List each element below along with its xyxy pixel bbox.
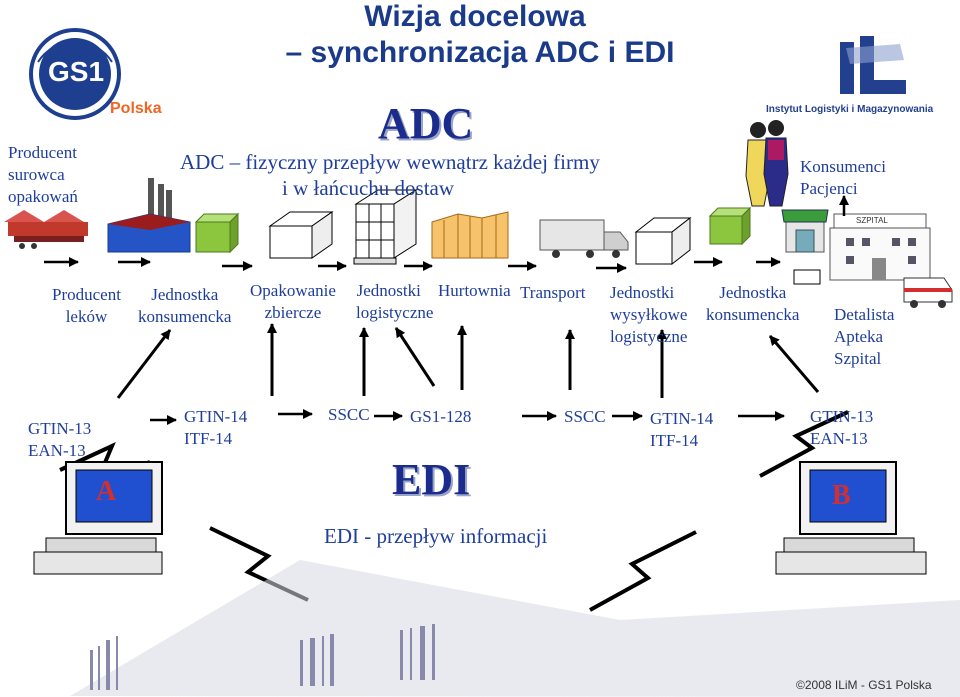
chain-3-line2: logistyczne xyxy=(356,303,434,322)
raw-producer-line3: opakowań xyxy=(8,187,78,206)
chain-7-line1: Jednostka xyxy=(719,283,787,302)
code-right: GTIN-13 EAN-13 xyxy=(810,406,873,450)
consumers-line1: Konsumenci xyxy=(800,157,886,176)
chain-label-8: Detalista Apteka Szpital xyxy=(834,304,894,370)
chain-1-line2: konsumencka xyxy=(138,307,232,326)
chain-8-line2: Apteka xyxy=(834,327,884,346)
code-left: GTIN-13 EAN-13 xyxy=(28,418,91,462)
shipping-box-icon xyxy=(634,216,692,266)
page-title-line2: – synchronizacja ADC i EDI xyxy=(285,36,675,69)
chain-label-5: Transport xyxy=(520,283,586,302)
consumers-label: Konsumenci Pacjenci xyxy=(800,156,886,200)
gs1-logo xyxy=(29,28,121,120)
chain-label-3: Jednostki logistyczne xyxy=(344,280,433,324)
edi-description: EDI - przepływ informacji xyxy=(324,524,548,548)
code-left-line2: EAN-13 xyxy=(28,441,86,460)
footer-copyright: ©2008 ILiM - GS1 Polska xyxy=(796,678,932,692)
factory-icon xyxy=(107,178,191,253)
consumer-unit-cube-icon xyxy=(194,212,240,254)
computer-a-label: A xyxy=(96,476,117,507)
adc-description-line1: ADC – fizyczny przepływ wewnątrz każdej … xyxy=(180,150,600,174)
scan-arrows xyxy=(116,323,820,399)
chain-arrows xyxy=(44,195,849,273)
gs1-logo-text: GS1 xyxy=(47,56,105,87)
chain-1-line1: Jednostka xyxy=(151,285,219,304)
code-gtin14-1: GTIN-14 ITF-14 xyxy=(184,406,247,450)
chain-6-line2: wysyłkowe xyxy=(610,305,688,324)
raw-material-factory-icon xyxy=(4,210,88,249)
carton-box-icon xyxy=(268,211,334,259)
code-gtin14-1-line1: GTIN-14 xyxy=(184,407,248,426)
shop-icon xyxy=(781,209,829,285)
hospital-sign: SZPITAL xyxy=(856,216,888,225)
computer-b-label: B xyxy=(832,480,851,511)
code-gtin14-2-line1: GTIN-14 xyxy=(650,409,714,428)
ilim-logo-caption: Instytut Logistyki i Magazynowania xyxy=(766,104,934,115)
truck-icon xyxy=(539,219,629,258)
chain-3-line1: Jednostki xyxy=(356,281,421,300)
code-flow-arrows xyxy=(150,409,785,425)
consumers-line2: Pacjenci xyxy=(800,179,858,198)
chain-2-line1: Opakowanie xyxy=(250,281,336,300)
code-gs1-128: GS1-128 xyxy=(410,407,472,426)
chain-label-2: Opakowanie zbiercze xyxy=(250,280,336,324)
computer-a xyxy=(33,461,163,575)
code-gtin14-1-line2: ITF-14 xyxy=(184,429,233,448)
chain-8-line3: Szpital xyxy=(834,349,882,368)
code-left-line1: GTIN-13 xyxy=(28,419,92,438)
pallet-icon xyxy=(353,189,418,265)
consumers-people-icon xyxy=(745,120,789,207)
barcode-strip xyxy=(70,560,960,697)
computer-b xyxy=(775,461,927,575)
page-title-line1: Wizja docelowa xyxy=(364,0,586,33)
code-sscc-2: SSCC xyxy=(564,407,606,426)
raw-producer-line1: Producent xyxy=(8,143,77,162)
code-right-line2: EAN-13 xyxy=(810,429,868,448)
chain-6-line3: logistyczne xyxy=(610,327,688,346)
gs1-logo-subtitle: Polska xyxy=(110,100,162,117)
chain-0-line1: Producent xyxy=(52,285,121,304)
adc-description-line2: i w łańcuchu dostaw xyxy=(282,176,455,200)
chain-label-1: Jednostka konsumencka xyxy=(138,284,231,328)
chain-label-4: Hurtownia xyxy=(438,281,511,300)
communication-zigzags xyxy=(59,410,849,612)
warehouse-icon xyxy=(431,211,509,259)
raw-producer-line2: surowca xyxy=(8,165,65,184)
code-right-line1: GTIN-13 xyxy=(810,407,874,426)
code-gtin14-2-line2: ITF-14 xyxy=(650,431,699,450)
edi-heading: EDI xyxy=(392,455,471,504)
chain-label-0: Producent leków xyxy=(52,284,121,328)
ilim-logo xyxy=(840,36,906,94)
code-gtin14-2: GTIN-14 ITF-14 xyxy=(650,408,713,452)
hospital-icon xyxy=(829,213,931,281)
chain-6-line1: Jednostki xyxy=(610,283,675,302)
chain-7-line2: konsumencka xyxy=(706,305,800,324)
chain-0-line2: leków xyxy=(65,307,108,326)
raw-producer-label: Producent surowca opakowań xyxy=(8,142,78,208)
chain-2-line2: zbiercze xyxy=(264,303,322,322)
adc-heading: ADC xyxy=(378,99,474,148)
chain-label-7: Jednostka konsumencka xyxy=(706,282,799,326)
chain-8-line1: Detalista xyxy=(834,305,895,324)
code-sscc-1: SSCC xyxy=(328,405,370,424)
ambulance-icon xyxy=(903,277,953,308)
chain-label-6: Jednostki wysyłkowe logistyczne xyxy=(610,282,687,348)
consumer-unit-cube-right-icon xyxy=(708,206,752,246)
